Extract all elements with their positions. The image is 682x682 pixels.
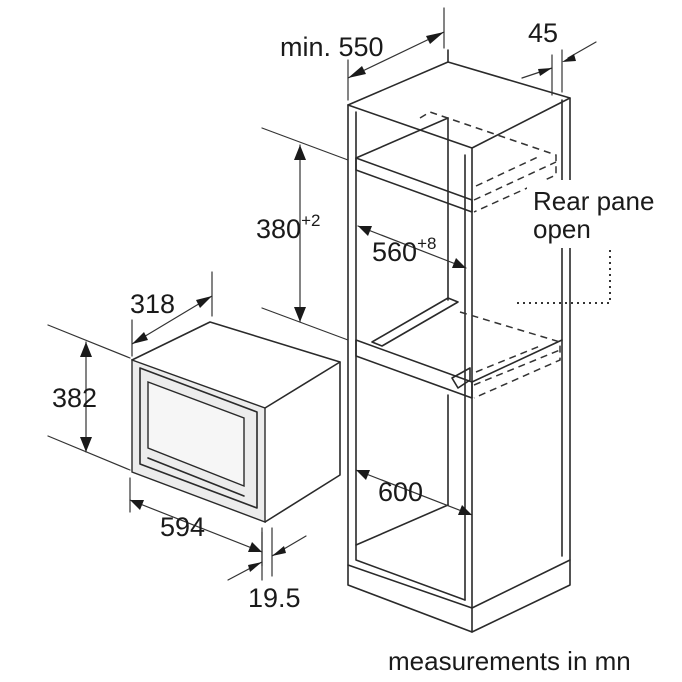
label-units-note: measurements in mn [388, 646, 631, 676]
built-in-appliance [131, 321, 341, 524]
label-rear-panel-line2: open [533, 214, 591, 244]
dim-cabinet-width [355, 469, 473, 516]
dim-appliance-height [47, 324, 131, 471]
label-niche-height-base: 380 [256, 214, 301, 244]
label-appliance-height: 382 [52, 383, 97, 413]
label-appliance-width: 594 [160, 512, 205, 542]
label-niche-width: 560+8 [372, 234, 436, 267]
tall-cabinet [347, 49, 571, 633]
dim-door-thickness [227, 527, 307, 581]
label-rear-gap: 45 [528, 18, 558, 48]
label-niche-width-base: 560 [372, 237, 417, 267]
dim-niche-height [261, 127, 349, 341]
label-door-thickness: 19.5 [248, 583, 301, 613]
dim-appliance-depth [131, 271, 213, 357]
dim-rear-gap [521, 41, 597, 96]
hidden-edges [419, 111, 561, 399]
dim-cabinet-depth [347, 7, 445, 101]
label-rear-panel-line1: Rear pane [533, 186, 654, 216]
label-niche-height-tolerance: +2 [301, 211, 320, 230]
label-cabinet-width: 600 [378, 477, 423, 507]
label-appliance-depth: 318 [130, 289, 175, 319]
label-niche-height: 380+2 [256, 211, 320, 244]
dim-niche-width [357, 225, 467, 269]
rear-panel-label-bg [527, 180, 682, 248]
label-niche-width-tolerance: +8 [417, 234, 436, 253]
label-cabinet-min-depth: min. 550 [280, 32, 384, 62]
